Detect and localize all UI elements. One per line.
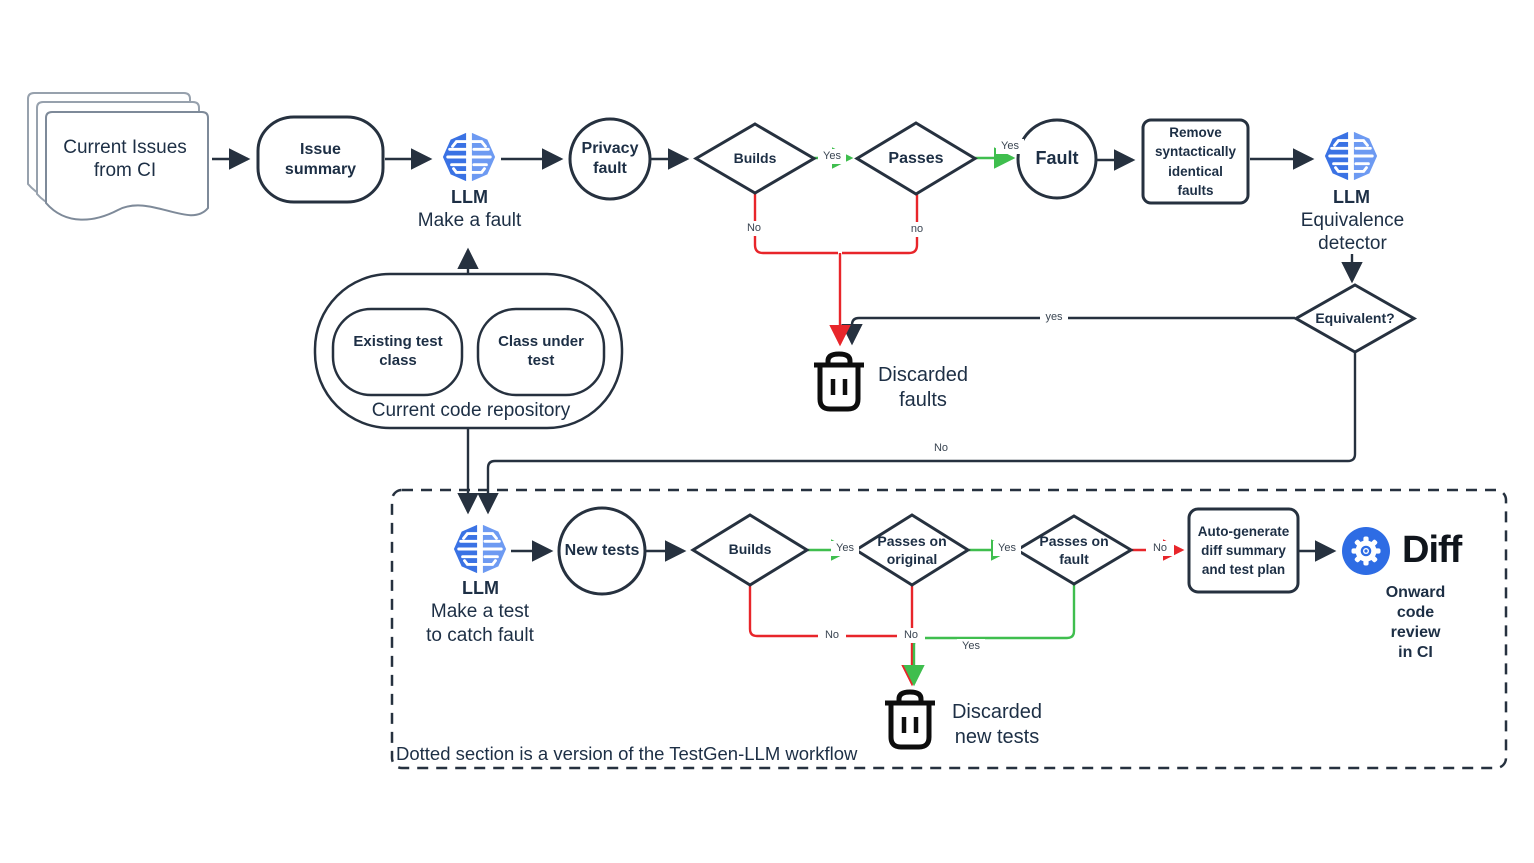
llm-make-fault-subtitle: Make a fault (417, 210, 522, 232)
llm-equivalence-title: LLM (1333, 187, 1370, 208)
class-under-test-label: Class under test (498, 333, 584, 369)
llm-brain-icon (452, 523, 508, 575)
equivalent-label: Equivalent? (1315, 310, 1395, 327)
edge-label-passes-yes: Yes (996, 139, 1024, 154)
edge-label-equivalent-no: No (927, 441, 955, 456)
diff-subtitle: Onward code review in CI (1385, 584, 1446, 661)
new-tests-label: New tests (564, 542, 640, 559)
builds-top-label: Builds (733, 150, 777, 167)
edge-builds-top-no (753, 193, 838, 255)
llm-brain-icon (441, 131, 497, 183)
diff-title: Diff (1402, 528, 1462, 571)
autogen-box (1187, 507, 1300, 594)
testgen-dotted-section (390, 488, 1508, 770)
llm-equivalence-subtitle: Equivalence detector (1300, 209, 1405, 254)
discarded-new-tests-label: Discarded new tests (951, 701, 1043, 748)
edge-label-passes-fault-yes: Yes (957, 639, 985, 654)
edge-label-passes-fault-no: No (1146, 541, 1174, 556)
edge-passes-fault-yes-to-discarded (903, 584, 1076, 687)
passes-fault-label: Passes on fault (1039, 532, 1109, 567)
equivalent-diamond (1292, 283, 1418, 354)
discarded-faults-label: Discarded faults (877, 364, 969, 411)
issue-summary-label: Issue summary (284, 140, 357, 178)
trash-icon (814, 354, 864, 409)
code-repository-label: Current code repository (371, 399, 571, 421)
existing-test-class-label: Existing test class (353, 333, 443, 369)
edge-label-builds-bottom-yes: Yes (831, 541, 859, 556)
passes-diamond (854, 121, 978, 196)
builds-top-diamond (693, 122, 817, 195)
passes-label: Passes (888, 149, 944, 167)
edge-equivalent-yes-to-discarded-faults (841, 316, 1295, 346)
new-tests-shape (557, 506, 647, 596)
passes-original-diamond (853, 513, 971, 587)
llm-make-test-title: LLM (462, 578, 499, 599)
edge-label-builds-top-yes: Yes (818, 149, 846, 164)
gear-icon (1342, 527, 1390, 575)
document-stack (27, 92, 209, 221)
issue-summary-shape (256, 115, 385, 204)
current-issues-label: Current Issues from CI (63, 136, 187, 181)
builds-bottom-diamond (690, 513, 810, 587)
trash-icon (885, 692, 935, 747)
privacy-fault-label: Privacy fault (581, 140, 639, 177)
edge-label-passes-no: no (903, 222, 931, 237)
passes-original-label: Passes on original (877, 532, 947, 567)
document-front-sheet (45, 111, 209, 221)
remove-identical-label: Remove syntactically identical faults (1154, 125, 1237, 198)
edge-label-builds-top-no: No (740, 221, 768, 236)
existing-test-class-shape (331, 307, 464, 397)
edge-passes-no (842, 194, 919, 255)
remove-identical-box (1141, 118, 1250, 205)
llm-make-test-subtitle: Make a test to catch fault (426, 601, 534, 646)
edge-label-equivalent-yes: yes (1040, 310, 1068, 325)
edge-builds-bottom-no (748, 585, 906, 638)
edge-label-passes-original-yes: Yes (993, 541, 1021, 556)
builds-bottom-label: Builds (728, 541, 772, 558)
passes-fault-diamond (1014, 514, 1134, 586)
autogen-label: Auto-generate diff summary and test plan (1197, 523, 1290, 578)
edge-label-builds-bottom-no: No (818, 628, 846, 643)
fault-shape (1016, 118, 1098, 200)
fault-label: Fault (1035, 148, 1079, 169)
class-under-test-shape (476, 307, 606, 397)
llm-brain-icon (1323, 130, 1379, 182)
edge-label-junction-no: No (897, 628, 925, 643)
llm-make-fault-title: LLM (451, 187, 488, 208)
dotted-section-caption: Dotted section is a version of the TestG… (396, 742, 858, 764)
edge-equivalent-no-to-llm-make-test (477, 353, 1357, 515)
privacy-fault-shape (568, 117, 652, 201)
